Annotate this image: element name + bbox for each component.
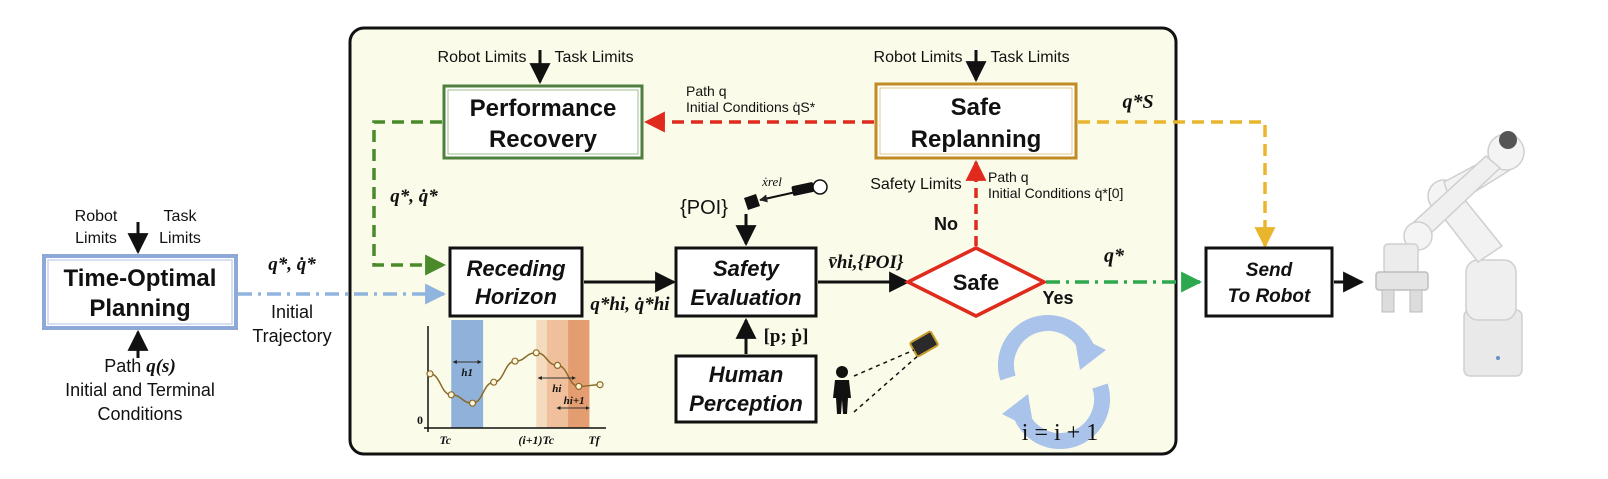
se-title-line1: Safety bbox=[713, 256, 781, 281]
iteration-label: i = i + 1 bbox=[1022, 420, 1098, 446]
pr-title-line2: Recovery bbox=[489, 126, 598, 153]
hp-title-line1: Human bbox=[709, 362, 784, 387]
performance-recovery-inner-border bbox=[447, 89, 639, 155]
replanning-to-send-arrow bbox=[1078, 120, 1276, 249]
no-label: No bbox=[934, 214, 958, 234]
planning-output-math: q*, q̇* bbox=[268, 254, 316, 275]
yes-output-math: q* bbox=[1104, 245, 1125, 267]
chart-point bbox=[490, 378, 498, 386]
sr-output-math: q*S bbox=[1122, 91, 1153, 113]
sr-title-line2: Replanning bbox=[911, 126, 1042, 153]
time-optimal-planning-group: Robot Limits Task Limits Time-Optimal Pl… bbox=[42, 208, 447, 424]
chart-point bbox=[596, 381, 604, 389]
sr-title-line1: Safe bbox=[951, 94, 1002, 121]
human-perception-block bbox=[674, 354, 818, 424]
chart-point bbox=[447, 391, 455, 399]
time-optimal-planning-block bbox=[42, 254, 238, 330]
human-icon bbox=[833, 366, 851, 414]
safety-limits-label: Safety Limits bbox=[870, 176, 962, 193]
chart-point bbox=[532, 349, 540, 357]
p-label: [p; ṗ] bbox=[764, 326, 809, 347]
safe-replanning-group: Robot Limits Task Limits Safe Replanning… bbox=[643, 49, 1154, 160]
chart-orange-band-3 bbox=[568, 320, 590, 428]
safe-replanning-inner-border bbox=[879, 87, 1073, 155]
path-math: q(s) bbox=[146, 356, 176, 377]
rh-output-math: q*hi, q̇*hi bbox=[590, 294, 670, 315]
sr-initial-conditions: Initial Conditions q̇S* bbox=[686, 99, 816, 115]
sr-robot-limits: Robot Limits bbox=[874, 49, 963, 66]
time-optimal-planning-inner-border bbox=[47, 259, 233, 325]
se-title-line2: Evaluation bbox=[690, 285, 801, 310]
pr-task-limits: Task Limits bbox=[554, 49, 633, 66]
refresh-icon bbox=[998, 314, 1110, 450]
conditions-line1: Initial and Terminal bbox=[65, 380, 215, 400]
chart-blue-band bbox=[451, 320, 484, 428]
chart-point bbox=[468, 399, 477, 407]
left-robot-limits-line1: Robot bbox=[75, 208, 118, 225]
safe-label: Safe bbox=[953, 270, 999, 295]
safety-evaluation-block bbox=[674, 246, 818, 318]
camera-view-line-2 bbox=[853, 353, 921, 413]
chart-point bbox=[575, 382, 583, 390]
recovery-to-horizon-arrow bbox=[372, 120, 447, 276]
chart-annotation-hi1: hi+1 bbox=[564, 395, 585, 407]
hp-title-line2: Perception bbox=[689, 391, 803, 416]
conditions-line2: Conditions bbox=[97, 404, 182, 424]
poi-label: {POI} bbox=[680, 197, 728, 219]
chart-annotation-h1: h1 bbox=[461, 367, 473, 379]
chart-point bbox=[511, 357, 519, 365]
left-task-limits-line2: Limits bbox=[159, 230, 201, 247]
initial-trajectory-line2: Trajectory bbox=[252, 326, 331, 346]
replan-conditions-label: Initial Conditions q̇*[0] bbox=[988, 185, 1123, 201]
chart-points bbox=[426, 349, 604, 407]
receding-horizon-block bbox=[448, 246, 584, 318]
robot-arm-icon bbox=[1375, 131, 1525, 377]
pr-title-line1: Performance bbox=[470, 95, 617, 122]
chart-point bbox=[426, 370, 434, 378]
send-title-line2: To Robot bbox=[1228, 286, 1311, 307]
yes-label: Yes bbox=[1042, 288, 1073, 308]
chart-point bbox=[553, 361, 562, 369]
send-to-robot-block bbox=[1204, 246, 1334, 318]
sr-task-limits: Task Limits bbox=[990, 49, 1069, 66]
planning-title-line2: Planning bbox=[89, 295, 190, 322]
path-label-line: Path q(s) bbox=[104, 356, 176, 377]
camera-view-line-1 bbox=[853, 349, 915, 377]
pr-robot-limits: Robot Limits bbox=[438, 49, 527, 66]
recovery-output-math: q*, q̇* bbox=[390, 186, 438, 207]
chart-x-tick-tc: Tc bbox=[439, 433, 451, 447]
replan-path-label: Path q bbox=[988, 169, 1028, 185]
probe-icon bbox=[744, 179, 828, 210]
rh-title-line2: Horizon bbox=[475, 284, 557, 309]
safe-decision-diamond bbox=[904, 246, 1048, 318]
chart-x-tick-i1tc: (i+1)Tc bbox=[518, 433, 554, 447]
rh-title-line1: Receding bbox=[466, 256, 566, 281]
left-robot-limits-line2: Limits bbox=[75, 230, 117, 247]
path-label: Path bbox=[104, 356, 141, 376]
xrel-label: ẋrel bbox=[761, 174, 782, 189]
chart-x-tick-tf: Tf bbox=[588, 433, 600, 447]
send-title-line1: Send bbox=[1246, 260, 1293, 281]
sr-path-label: Path q bbox=[686, 83, 726, 99]
receding-horizon-chart: h1 hi hi+1 0 Tc (i+1)Tc Tf bbox=[417, 320, 606, 447]
chart-y-tick-0: 0 bbox=[417, 413, 423, 427]
initial-trajectory-line1: Initial bbox=[271, 302, 313, 322]
chart-annotation-hi: hi bbox=[552, 383, 562, 395]
planning-title-line1: Time-Optimal bbox=[64, 265, 217, 292]
left-task-limits-line1: Task bbox=[164, 208, 198, 225]
safe-replanning-block bbox=[874, 82, 1078, 160]
performance-recovery-block bbox=[442, 84, 644, 160]
velocity-label: v̄hi,{POI} bbox=[829, 252, 904, 273]
performance-recovery-group: Robot Limits Task Limits Performance Rec… bbox=[438, 49, 644, 160]
